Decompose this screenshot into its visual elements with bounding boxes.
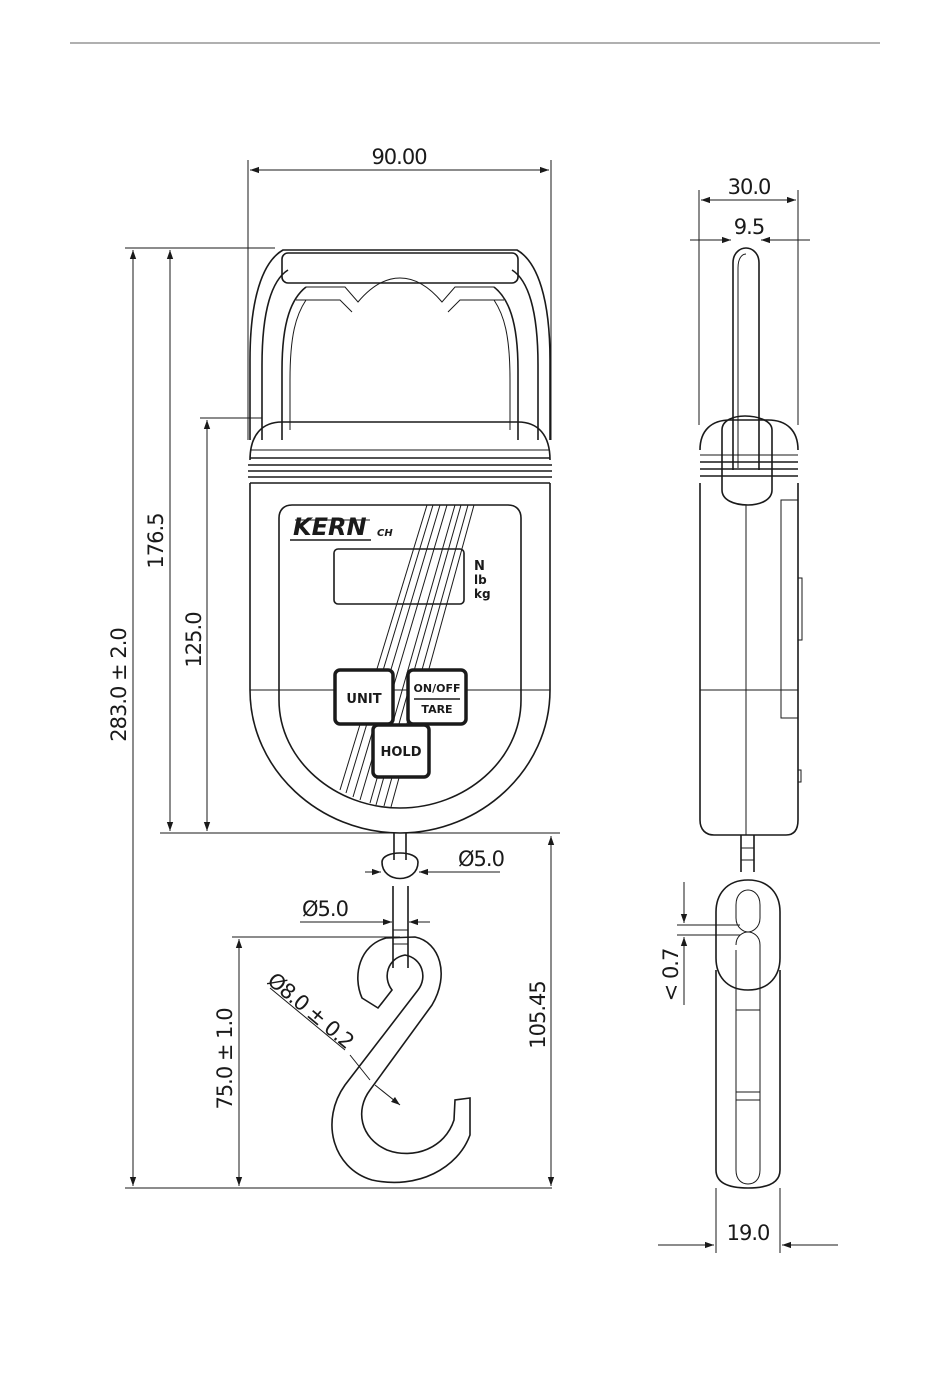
on-off-label: ON/OFF: [414, 682, 461, 695]
unit-n-label: N: [474, 559, 485, 574]
unit-kg-label: kg: [474, 587, 491, 601]
on-off-tare-button[interactable]: ON/OFF TARE: [408, 670, 466, 724]
hold-button[interactable]: HOLD: [373, 725, 429, 777]
dim-side-hook-width: 19.0: [727, 1221, 770, 1245]
tare-label: TARE: [421, 703, 452, 716]
dim-side-gap: < 0.7: [659, 949, 683, 1002]
dim-height-176: 176.5: [144, 513, 168, 568]
dim-hook-pin: Ø5.0: [458, 847, 504, 871]
dim-height-total: 283.0 ± 2.0: [107, 628, 131, 741]
brand-logo: KERN: [293, 513, 367, 541]
dim-hook-eye: Ø5.0: [302, 897, 348, 921]
front-hook: [332, 833, 470, 1182]
dim-side-depth: 30.0: [728, 175, 771, 199]
dim-side-handle: 9.5: [734, 215, 764, 239]
dim-hook-total: 105.45: [526, 981, 550, 1048]
unit-button[interactable]: UNIT: [335, 670, 393, 724]
dim-hook-height: 75.0 ± 1.0: [213, 1008, 237, 1109]
front-view: KERN CH N lb kg UNIT ON/OFF TARE HOLD: [248, 250, 552, 833]
dim-height-125: 125.0: [182, 612, 206, 667]
brand-suffix: CH: [377, 528, 393, 539]
side-view: [700, 248, 802, 1188]
dim-hook-wire: Ø8.0 ± 0.2: [263, 968, 358, 1053]
dim-width-top: 90.00: [371, 145, 426, 169]
unit-lb-label: lb: [474, 573, 487, 587]
kern-logo: KERN CH: [290, 513, 393, 541]
hold-button-label: HOLD: [380, 745, 421, 760]
unit-button-label: UNIT: [346, 692, 381, 707]
